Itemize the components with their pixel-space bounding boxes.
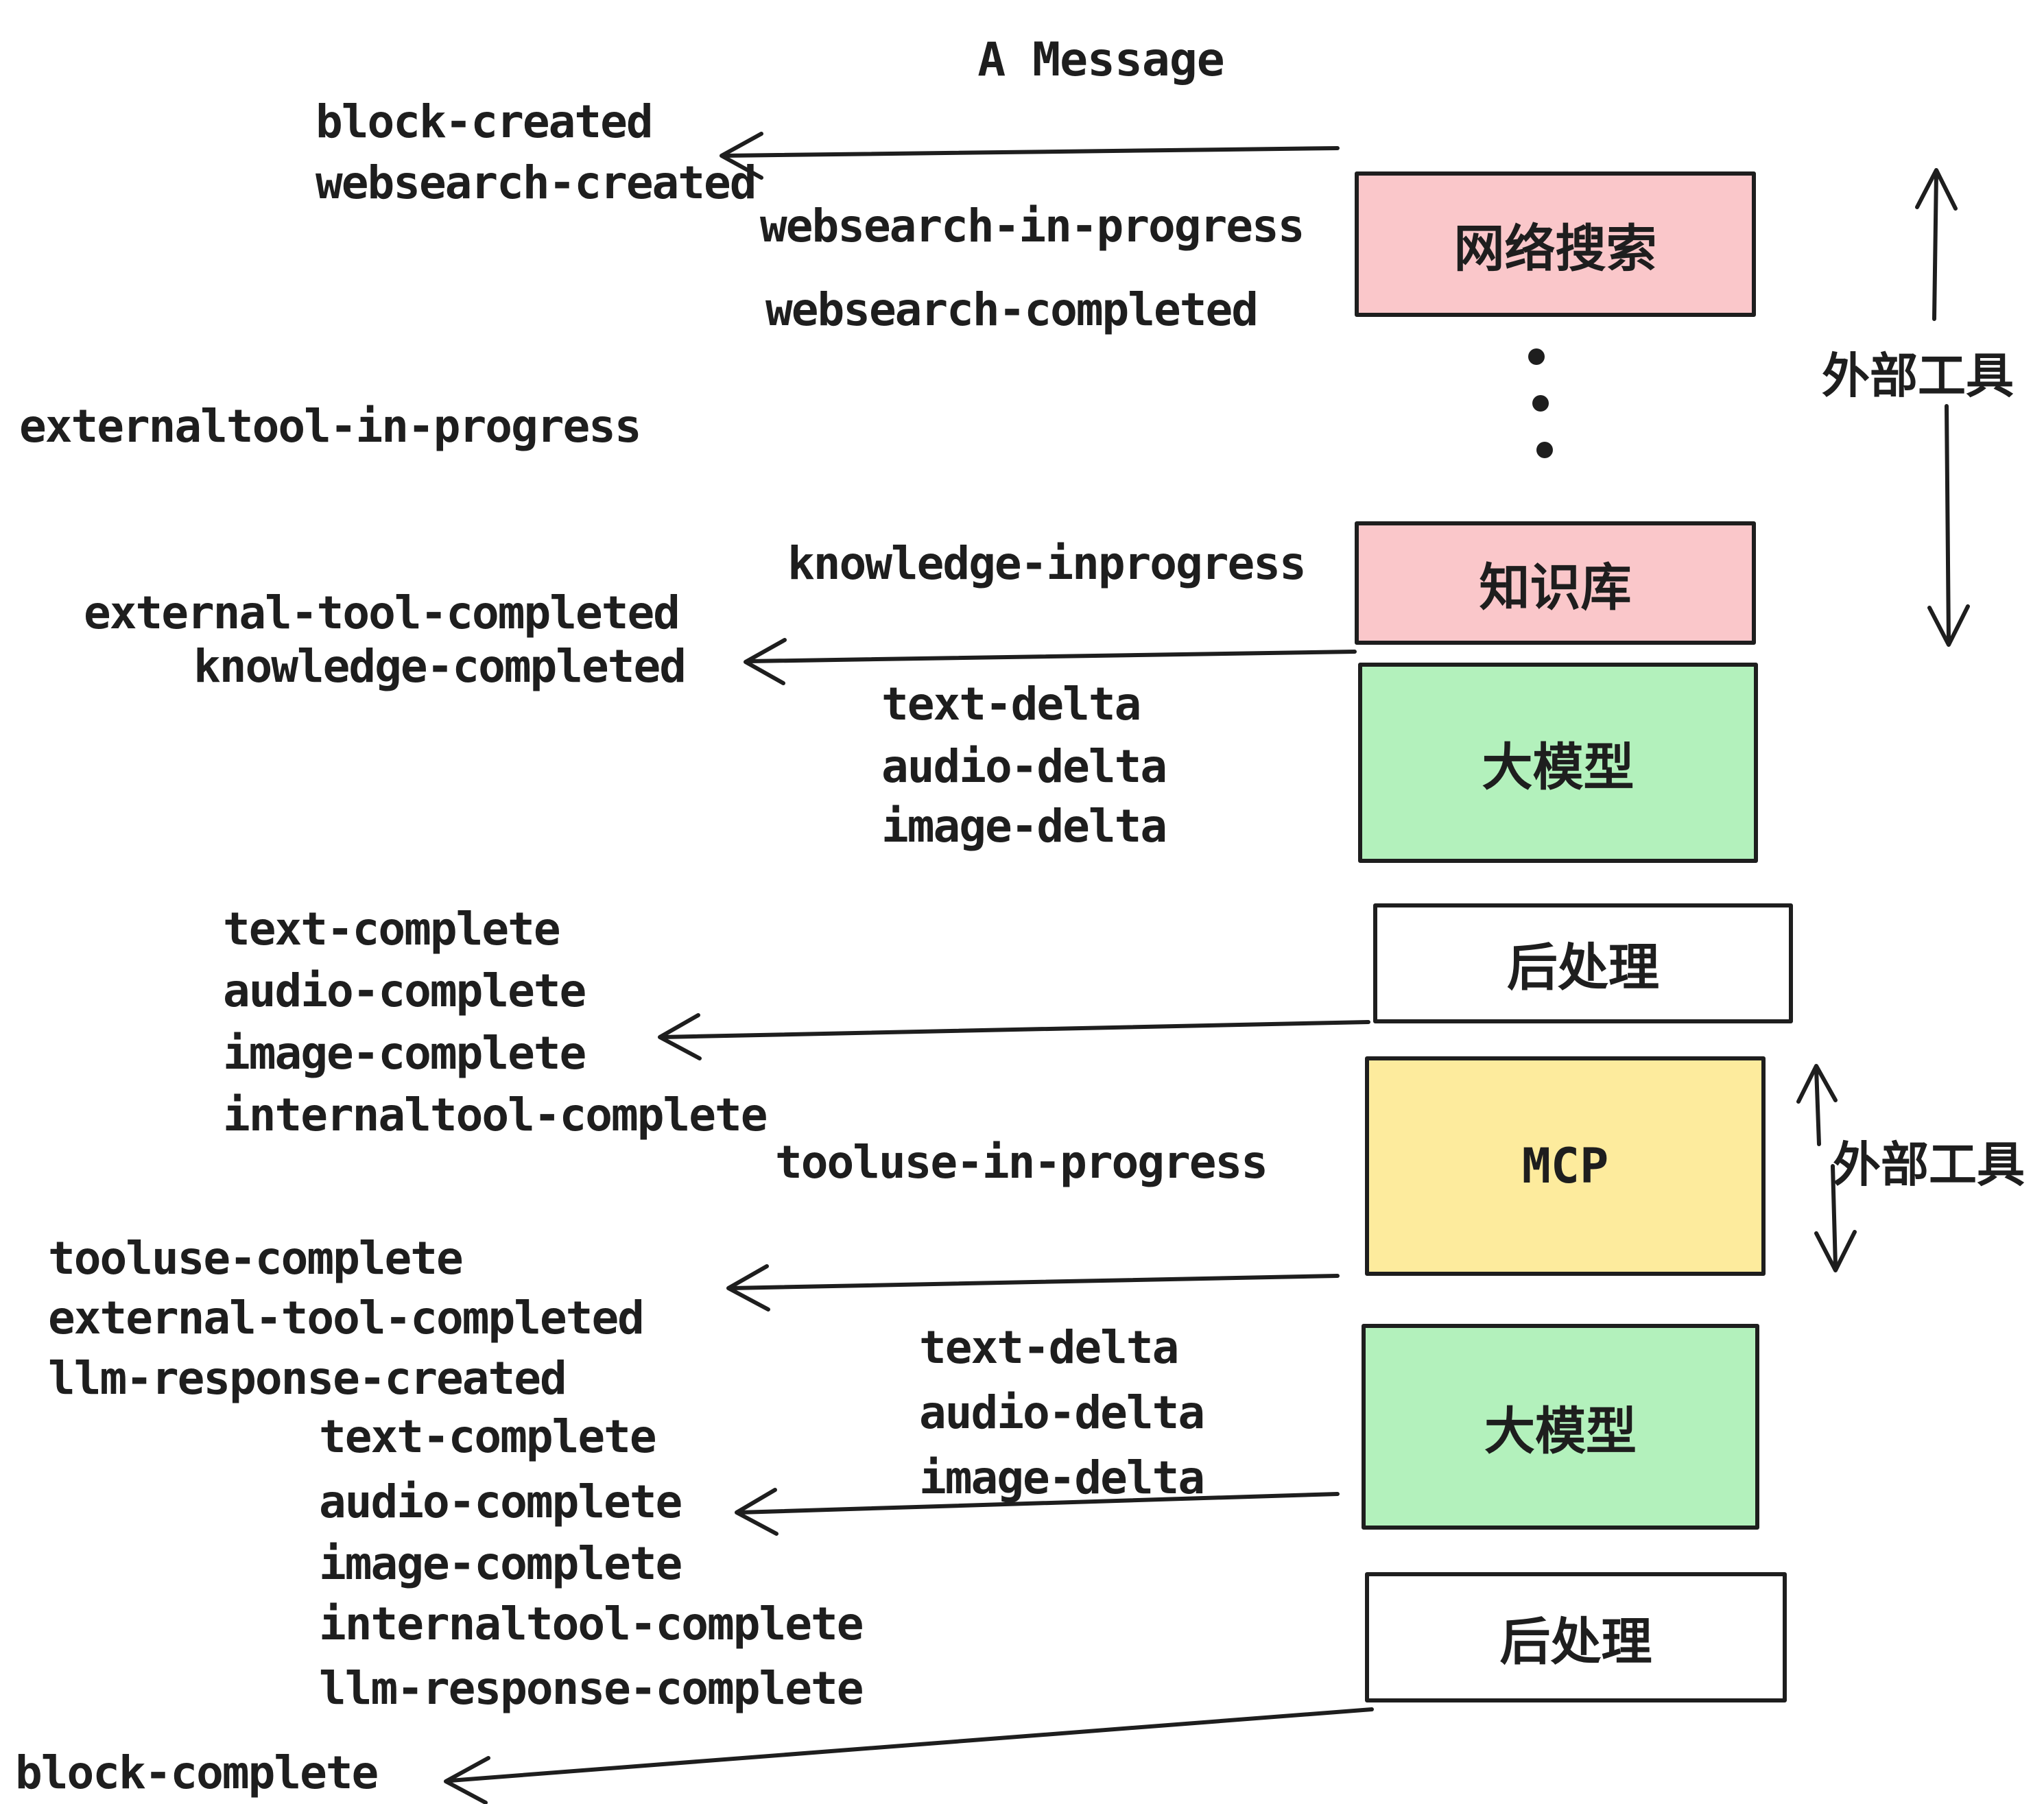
event-label-internaltool-complete-2: internaltool-complete <box>319 1598 864 1650</box>
event-label-text-delta-1: text-delta <box>881 678 1141 731</box>
node-box-postprocess-1: 后处理 <box>1373 903 1793 1023</box>
event-label-audio-complete-2: audio-complete <box>319 1475 682 1528</box>
event-label-text-complete-1: text-complete <box>223 903 561 956</box>
arrow-to-image-complete <box>658 1013 1370 1060</box>
node-label-mcp: MCP <box>1521 1138 1609 1194</box>
external-tools-down-arrow-2 <box>1814 1164 1857 1272</box>
node-box-llm-1: 大模型 <box>1358 663 1758 863</box>
node-box-knowledge: 知识库 <box>1355 521 1756 645</box>
event-label-websearch-in-progress: websearch-in-progress <box>760 200 1305 252</box>
external-tools-label-2: 外部工具 <box>1833 1138 2025 1191</box>
event-label-image-complete-2: image-complete <box>319 1537 682 1590</box>
event-label-audio-delta-2: audio-delta <box>919 1386 1205 1439</box>
arrow-to-block-complete <box>444 1707 1374 1804</box>
event-label-websearch-created: websearch-created <box>316 156 757 209</box>
event-label-tooluse-complete: tooluse-complete <box>48 1232 464 1285</box>
event-label-audio-complete-1: audio-complete <box>223 964 586 1017</box>
vertical-ellipsis-dots <box>1528 348 1553 458</box>
external-tools-down-arrow-1 <box>1927 404 1970 647</box>
event-label-tooluse-in-progress: tooluse-in-progress <box>775 1136 1268 1189</box>
node-label-websearch: 网络搜索 <box>1453 219 1657 277</box>
event-label-block-created: block-created <box>316 95 654 148</box>
event-label-external-tool-completed-2: external-tool-completed <box>48 1292 645 1344</box>
event-label-llm-response-created: llm-response-created <box>48 1352 567 1405</box>
node-label-postprocess-1: 后处理 <box>1507 939 1659 996</box>
event-label-knowledge-completed: knowledge-completed <box>193 640 687 693</box>
event-label-audio-delta-1: audio-delta <box>881 740 1167 793</box>
node-label-llm-1: 大模型 <box>1482 738 1635 796</box>
node-box-llm-2: 大模型 <box>1362 1324 1759 1530</box>
external-tools-up-arrow-1 <box>1915 168 1958 321</box>
node-label-postprocess-2: 后处理 <box>1499 1613 1652 1670</box>
event-label-image-complete-1: image-complete <box>223 1027 586 1080</box>
event-label-externaltool-in-progress: externaltool-in-progress <box>19 400 642 453</box>
event-label-knowledge-inprogress: knowledge-inprogress <box>787 537 1307 590</box>
external-tools-up-arrow-2 <box>1796 1064 1838 1146</box>
arrow-to-websearch-created <box>720 132 1340 180</box>
event-label-external-tool-completed-1: external-tool-completed <box>84 586 680 639</box>
arrow-to-knowledge-completed <box>744 638 1357 685</box>
event-label-image-delta-1: image-delta <box>881 800 1167 853</box>
event-label-internaltool-complete-1: internaltool-complete <box>223 1089 768 1141</box>
event-label-image-delta-2: image-delta <box>919 1451 1205 1504</box>
diagram-title: A Message <box>977 33 1224 87</box>
node-box-mcp: MCP <box>1365 1056 1766 1276</box>
node-box-postprocess-2: 后处理 <box>1365 1572 1787 1702</box>
node-box-websearch: 网络搜索 <box>1355 171 1756 317</box>
external-tools-label-1: 外部工具 <box>1822 349 2014 403</box>
event-label-llm-response-complete: llm-response-complete <box>319 1662 864 1715</box>
event-label-text-delta-2: text-delta <box>919 1321 1179 1374</box>
arrow-to-audio-complete <box>735 1488 1340 1536</box>
event-label-text-complete-2: text-complete <box>319 1410 657 1463</box>
event-label-websearch-completed: websearch-completed <box>765 283 1259 336</box>
node-label-knowledge: 知识库 <box>1479 558 1632 616</box>
event-label-block-complete: block-complete <box>15 1746 379 1799</box>
arrow-to-tooluse-complete <box>726 1264 1340 1312</box>
node-label-llm-2: 大模型 <box>1484 1402 1637 1460</box>
